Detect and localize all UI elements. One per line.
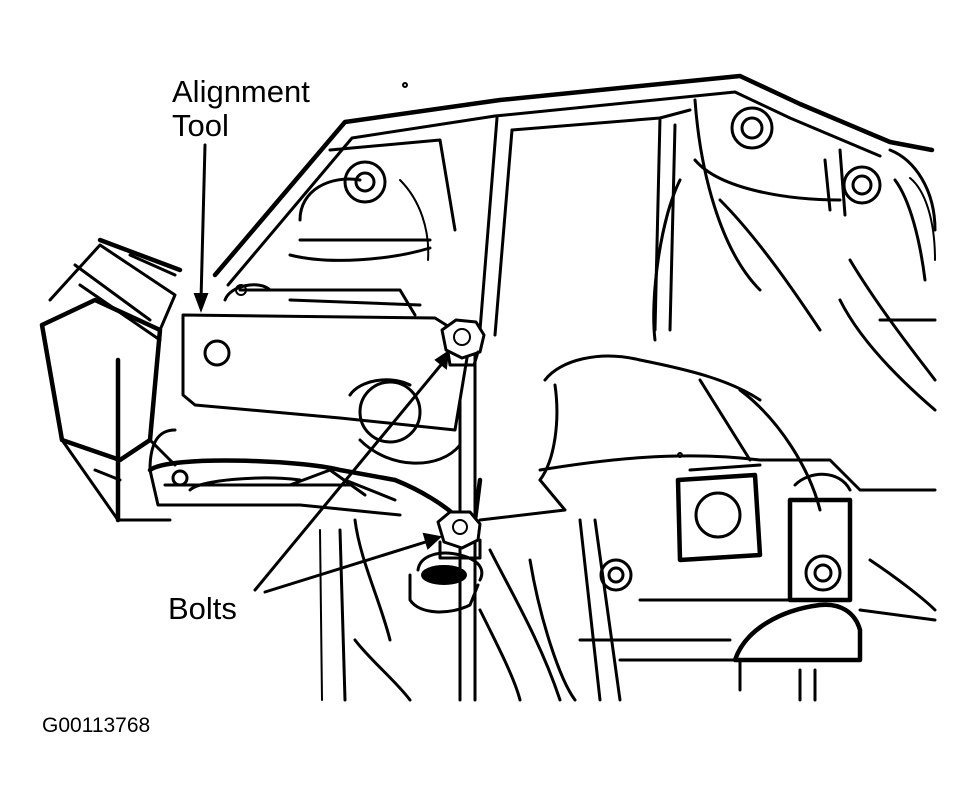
bolt-lower-icon — [408, 510, 484, 614]
alignment-tool-icon — [181, 283, 472, 432]
switch-body-icon — [147, 380, 483, 523]
bolts-label: Bolts — [168, 591, 237, 626]
lower-housing-icon — [319, 328, 937, 702]
sensor-connector-icon — [39, 237, 183, 522]
housing-bolt-holes — [343, 82, 882, 592]
transaxle-housing-icon — [115, 73, 937, 523]
bolt-upper-icon — [440, 318, 486, 367]
alignment-tool-label: Alignment Tool — [172, 75, 310, 143]
alignment-tool-label-text: Alignment Tool — [172, 74, 310, 143]
figure-id: G00113768 — [42, 714, 151, 737]
leader-lines — [193, 143, 450, 594]
